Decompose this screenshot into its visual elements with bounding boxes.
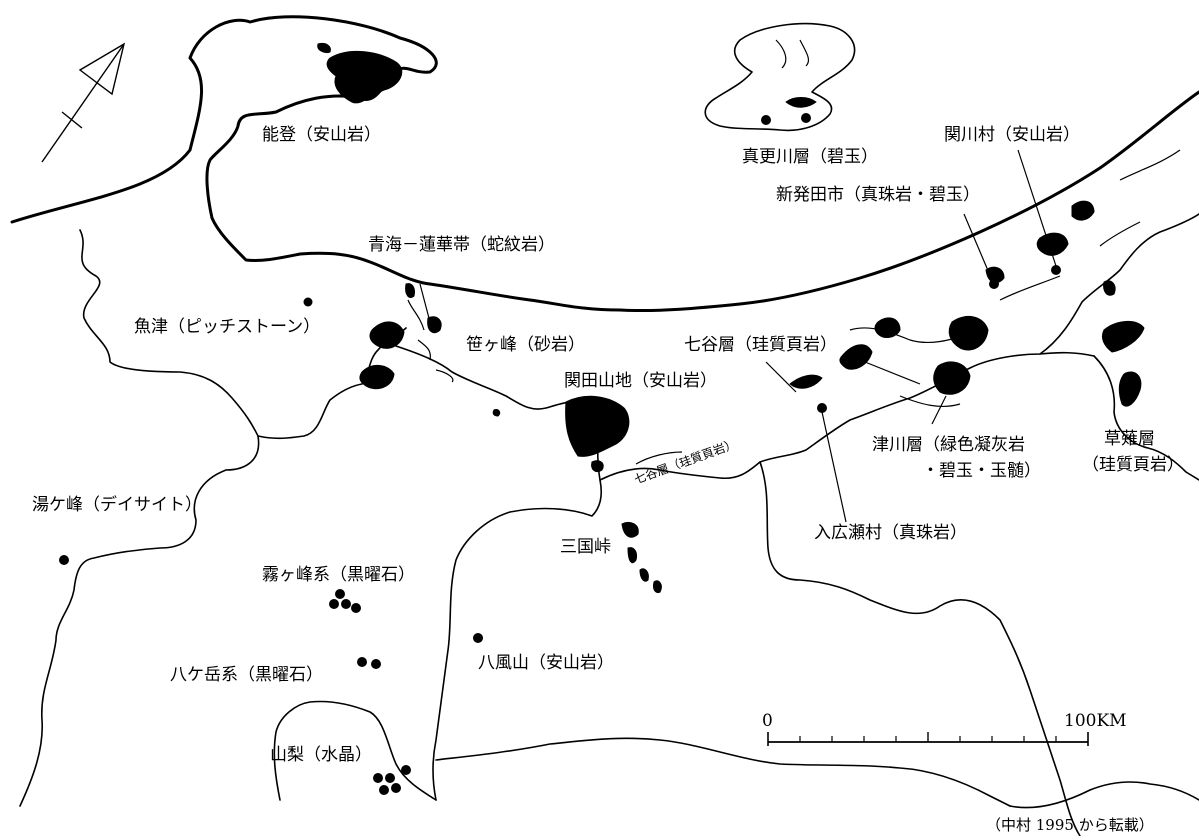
geology-chuetsu-2 (874, 317, 901, 338)
site-yatsugatake-1 (357, 657, 367, 667)
geology-mikuni-2 (627, 547, 637, 564)
source-caption: （中村 1995 から転載） (986, 816, 1154, 834)
geology-mikuni-3 (639, 568, 649, 582)
label-sekida: 関田山地（安山岩） (564, 371, 717, 391)
border-nagano-north (395, 345, 601, 410)
geology-sekida (565, 395, 630, 457)
label-kusanagi-1: 草薙層 (1104, 429, 1155, 449)
label-tsugawa-1: 津川層（緑色凝灰岩 (872, 435, 1025, 455)
geology-kusanagi-3 (1103, 280, 1116, 296)
site-yatsukaze (473, 633, 483, 643)
sado-geology (785, 97, 817, 108)
label-mikuni: 三国峠 (560, 537, 611, 557)
geology-kusanagi-2 (1118, 371, 1142, 407)
label-yatsukaze: 八風山（安山岩） (478, 653, 614, 673)
site-kirigamine-4 (335, 589, 345, 599)
geology-niigata-detail (849, 149, 1181, 408)
coastline-noto (10, 15, 1199, 313)
site-yatsugatake-2 (371, 659, 381, 669)
site-yugamine (59, 555, 69, 565)
site-yamanashi-3 (379, 785, 389, 795)
geology-sekikawa-2 (1071, 200, 1095, 221)
border-fukushima (1093, 355, 1199, 481)
leader-irihirose (821, 411, 847, 523)
label-kusanagi-2: （珪質頁岩） (1082, 455, 1184, 475)
border-nagano-west (19, 435, 260, 807)
geology-noto (326, 50, 403, 104)
site-sekikawa (1051, 265, 1061, 275)
geology-nanatani-strip (789, 374, 823, 389)
geology-shibata-1 (985, 266, 1005, 284)
geology-chuetsu-1 (839, 344, 873, 370)
label-omi: 青海－蓮華帯（蛇紋岩） (368, 235, 555, 255)
geology-omi-1 (369, 321, 405, 349)
geology-omi-lines (407, 299, 454, 383)
label-yatsugatake: 八ケ岳系（黒曜石） (170, 665, 323, 685)
site-kirigamine-3 (351, 603, 361, 613)
site-shibata (989, 279, 999, 289)
leader-nanatani (765, 361, 797, 393)
border-yamanashi (273, 700, 437, 801)
sado-detail (775, 39, 810, 69)
label-shibata: 新発田市（真珠岩・碧玉） (776, 185, 980, 205)
site-kirigamine-2 (341, 599, 351, 609)
sado-island (704, 22, 856, 132)
scale-start-label: 0 (762, 711, 773, 731)
geology-noto-small (317, 43, 331, 53)
geology-mikuni-4 (653, 580, 662, 593)
label-sekikawa: 関川村（安山岩） (944, 125, 1080, 145)
site-yamanashi-1 (373, 773, 383, 783)
border-tochigi (1039, 213, 1199, 355)
label-irihirose: 入広瀬村（真珠岩） (814, 523, 967, 543)
leader-tsugawa (931, 395, 947, 425)
site-irihirose (817, 403, 827, 413)
site-masarakawa-2 (801, 113, 811, 123)
geology-tsugawa-2 (933, 361, 971, 395)
scale-bar: 0 100KM (762, 711, 1127, 746)
geology-mikuni (621, 521, 639, 538)
leader-omi (419, 283, 431, 323)
leader-sekikawa (1017, 149, 1057, 267)
geology-omi-3 (427, 316, 442, 334)
border-gunma-south (759, 461, 1081, 837)
label-tsugawa-2: ・碧玉・玉髄） (922, 461, 1041, 481)
label-kirigamine: 霧ヶ峰系（黒曜石） (262, 565, 415, 585)
leader-shibata (963, 213, 993, 281)
label-noto: 能登（安山岩） (262, 125, 381, 145)
border-saitama (435, 737, 1011, 807)
site-uozu (303, 297, 313, 307)
label-masarakawa: 真更川層（碧玉） (742, 147, 878, 167)
geology-tsugawa-1 (948, 315, 989, 351)
small-island (492, 409, 501, 417)
geology-omi-4 (405, 283, 415, 298)
border-toyama (79, 229, 259, 437)
nanatani-arrow (635, 451, 683, 465)
label-sasagamine: 笹ヶ峰（砂岩） (466, 335, 585, 355)
label-nanatani-small: 七谷層（珪質頁岩） (632, 436, 739, 487)
border-niigata-east (599, 351, 1095, 481)
scale-end-label: 100KM (1064, 711, 1127, 731)
site-masarakawa-1 (761, 115, 771, 125)
label-yamanashi: 山梨（水晶） (270, 745, 372, 765)
site-yamanashi-5 (401, 765, 411, 775)
geology-sekida-small (591, 460, 604, 473)
geology-sekikawa-1 (1036, 232, 1069, 256)
label-nanatani: 七谷層（珪質頁岩） (684, 335, 837, 355)
label-yugamine: 湯ケ峰（デイサイト） (32, 494, 202, 515)
site-yamanashi-4 (391, 783, 401, 793)
label-uozu: 魚津（ピッチストーン） (134, 317, 320, 337)
site-yamanashi-2 (385, 773, 395, 783)
geology-kusanagi-1 (1101, 321, 1145, 353)
border-gunma (432, 405, 603, 801)
border-tokyo (1009, 781, 1199, 809)
north-arrow-icon (41, 42, 126, 163)
site-kirigamine-1 (329, 599, 339, 609)
geology-omi-2 (359, 365, 395, 390)
